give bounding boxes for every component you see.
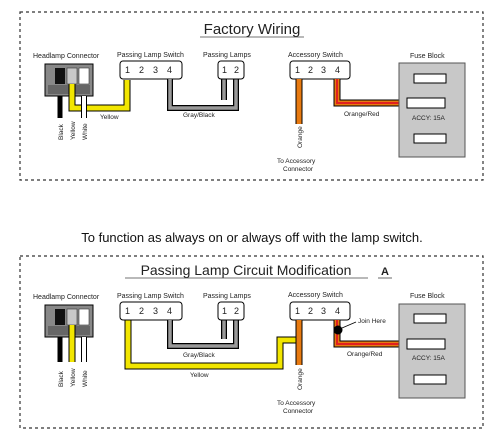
fuse-accy-label: ACCY: 15A: [412, 115, 446, 122]
fuse-block-label-2: Fuse Block: [410, 293, 445, 300]
lamp2-pin-1: 1: [222, 306, 227, 316]
acc2-pin-4: 4: [335, 306, 340, 316]
gray-black-wire-outer-fill: [168, 79, 238, 110]
white-wire-label: White: [82, 123, 89, 140]
acc-pin-2: 2: [308, 65, 313, 75]
acc2-pin-2: 2: [308, 306, 313, 316]
yellow-wire: [69, 80, 130, 111]
gray-black-wire-outer-2-fill: [168, 320, 238, 348]
join-leader: [341, 321, 357, 329]
acc2-pin-3: 3: [321, 306, 326, 316]
panel2-title: Passing Lamp Circuit Modification: [141, 262, 352, 278]
accessory-switch-label: Accessory Switch: [288, 52, 343, 59]
acc-pin-3: 3: [321, 65, 326, 75]
passing-lamps-label-2: Passing Lamps: [203, 293, 251, 300]
passing-lamp-switch-label-2: Passing Lamp Switch: [117, 293, 184, 300]
acc2-pin-1: 1: [295, 306, 300, 316]
fuse2-slot-accy: [406, 338, 446, 350]
pls-pin-2: 2: [139, 65, 144, 75]
headlamp-connector-label-2: Headlamp Connector: [33, 294, 100, 301]
orange-wire-label: Orange: [297, 126, 304, 148]
gray-black-label-2: Gray/Black: [183, 352, 216, 359]
passing-lamp-switch: [119, 60, 183, 80]
fuse-slot-accy: [406, 97, 446, 109]
to-accessory-label-2: Connector: [283, 166, 314, 173]
orange-wire-label-2: Orange: [297, 368, 304, 390]
fuse-slot-1: [413, 73, 447, 84]
pls-pin-1: 1: [125, 65, 130, 75]
panel-modification: Passing Lamp Circuit Modification A Head…: [19, 255, 484, 429]
yellow-run-label: Yellow: [100, 114, 119, 121]
pls2-pin-1: 1: [125, 306, 130, 316]
black-wire-label-2: Black: [58, 370, 65, 387]
marker-a: A: [381, 266, 389, 278]
passing-lamps-label: Passing Lamps: [203, 52, 251, 59]
orange-red-label: Orange/Red: [344, 111, 380, 118]
pls2-pin-3: 3: [153, 306, 158, 316]
fuse-slot-3: [413, 133, 447, 144]
fuse2-slot-3: [413, 374, 447, 385]
fuse2-slot-1: [413, 313, 447, 324]
panel-factory-wiring: Factory Wiring Headlamp Connector Passin…: [19, 11, 484, 181]
lamp-pin-1: 1: [222, 65, 227, 75]
pls-pin-4: 4: [167, 65, 172, 75]
gray-black-label: Gray/Black: [183, 112, 216, 119]
panel1-title: Factory Wiring: [204, 21, 301, 38]
pls-pin-3: 3: [153, 65, 158, 75]
acc-pin-1: 1: [295, 65, 300, 75]
caption: To function as always on or always off w…: [81, 230, 423, 245]
passing-lamps-connector-2: [217, 301, 245, 321]
yellow-wire-label-2: Yellow: [70, 368, 77, 387]
fuse2-accy-label: ACCY: 15A: [412, 355, 446, 362]
passing-lamp-switch-label: Passing Lamp Switch: [117, 52, 184, 59]
to-accessory-label-2b: Connector: [283, 408, 314, 415]
fuse-block-label: Fuse Block: [410, 53, 445, 60]
headlamp-connector-label: Headlamp Connector: [33, 53, 100, 60]
orange-red-wire-outline: [333, 79, 408, 107]
orange-red-wire-orange: [334, 79, 408, 106]
join-point: [333, 325, 343, 335]
pls2-pin-4: 4: [167, 306, 172, 316]
accessory-switch-2: [289, 301, 351, 321]
yellow-run-label-2: Yellow: [190, 372, 209, 379]
accessory-switch: [289, 60, 351, 80]
pls2-pin-2: 2: [139, 306, 144, 316]
to-accessory-label-1: To Accessory: [277, 158, 316, 165]
black-wire-label: Black: [58, 123, 65, 140]
passing-lamps-connector: [217, 60, 245, 80]
white-wire-label-2: White: [82, 370, 89, 387]
lamp2-pin-2: 2: [234, 306, 239, 316]
orange-red-label-2: Orange/Red: [347, 351, 383, 358]
yellow-run-2: [125, 320, 300, 369]
acc-pin-4: 4: [335, 65, 340, 75]
lamp-pin-2: 2: [234, 65, 239, 75]
accessory-switch-label-2: Accessory Switch: [288, 292, 343, 299]
panel1-border: [19, 11, 484, 181]
orange-red-wire-red: [336, 79, 408, 104]
panel2-border: [19, 255, 484, 429]
join-here-label: Join Here: [358, 318, 386, 325]
yellow-wire-label: Yellow: [70, 121, 77, 140]
passing-lamp-switch-2: [119, 301, 183, 321]
to-accessory-label-2a: To Accessory: [277, 400, 316, 407]
